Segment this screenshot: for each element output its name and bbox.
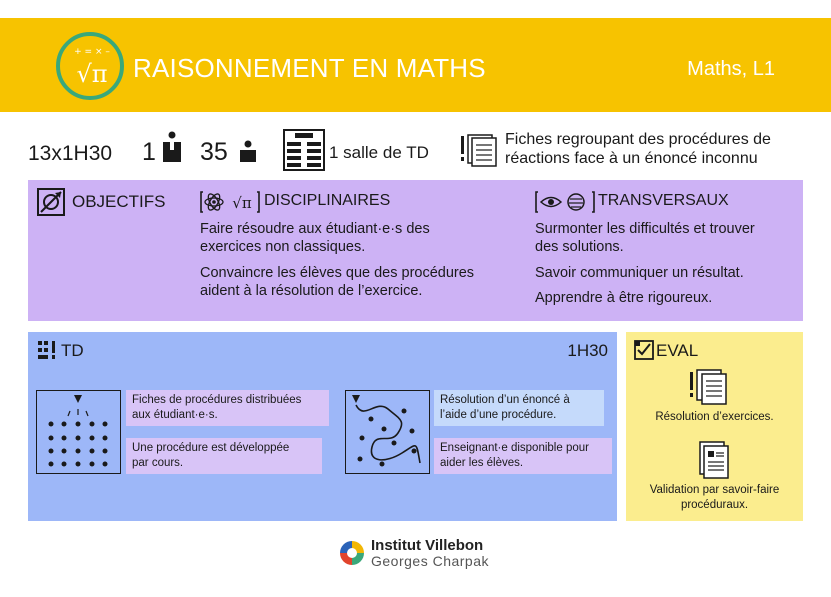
- td-card-4: Enseignant·e disponible pour aider les é…: [434, 438, 612, 474]
- header-banner: + = × – √π RAISONNEMENT EN MATHS Maths, …: [0, 18, 831, 112]
- disciplinary-item-2-line-2: aident à la résolution de l’exercice.: [200, 283, 423, 299]
- worksheets-icon: [461, 134, 497, 167]
- checklist-icon: [634, 340, 654, 360]
- transversal-item-1-line-1: Surmonter les difficultés et trouver: [535, 221, 755, 237]
- activity-diagram: [345, 390, 430, 474]
- eval-item-2-line-1: Validation par savoir-faire: [649, 484, 780, 496]
- page-title: RAISONNEMENT EN MATHS: [133, 53, 486, 83]
- student-icon: [240, 140, 256, 162]
- student-count: 35: [200, 138, 228, 166]
- td-card-2-line-1: Une procédure est développée: [132, 442, 290, 454]
- classroom-icon: [283, 129, 325, 171]
- classroom-diagram: [36, 390, 121, 474]
- math-symbols-icon: + = × – √π: [74, 47, 110, 88]
- td-card-2: Une procédure est développée par cours.: [126, 438, 322, 474]
- transversal-item-3: Apprendre à être rigoureux.: [535, 290, 713, 306]
- td-card-4-line-1: Enseignant·e disponible pour: [440, 442, 589, 454]
- td-card-3: Résolution d’un énoncé à l’aide d’une pr…: [434, 390, 604, 426]
- eval-item-1: Résolution d’exercices.: [655, 411, 774, 423]
- td-card-2-line-2: par cours.: [132, 457, 184, 469]
- form-document-icon: [699, 441, 729, 479]
- institute-name: Institut Villebon: [371, 537, 484, 554]
- eval-item-2-line-2: procéduraux.: [680, 499, 749, 511]
- exercise-sheets-icon: [690, 369, 727, 405]
- eval-panel: EVAL Résolution d’exercices. Validation …: [626, 332, 803, 521]
- institute-logo: [340, 541, 364, 565]
- svg-text:√π: √π: [232, 194, 252, 212]
- td-card-1-line-1: Fiches de procédures distribuées: [132, 394, 302, 406]
- disciplinary-item-1-line-2: exercices non classiques.: [200, 239, 366, 255]
- path-dots-icon: [352, 395, 421, 467]
- room-label: 1 salle de TD: [329, 143, 429, 162]
- td-label: TD: [61, 341, 84, 360]
- eval-label: EVAL: [656, 341, 699, 360]
- institute-subname: Georges Charpak: [371, 553, 490, 569]
- svg-text:+ = × –: + = × –: [74, 47, 110, 57]
- svg-text:√π: √π: [76, 60, 107, 88]
- td-card-3-line-2: l’aide d’une procédure.: [440, 409, 557, 421]
- objectives-label: OBJECTIFS: [72, 192, 166, 211]
- td-card-4-line-2: aider les élèves.: [440, 457, 524, 469]
- td-duration: 1H30: [567, 341, 608, 360]
- td-card-3-line-1: Résolution d’un énoncé à: [440, 394, 570, 406]
- td-icon: [38, 341, 55, 359]
- td-panel: TD 1H30 Fiches de procédures distribuées…: [28, 332, 617, 521]
- transversal-icon: [535, 191, 595, 213]
- teacher-count: 1: [142, 138, 156, 166]
- transversal-label: TRANSVERSAUX: [598, 192, 729, 209]
- td-card-1: Fiches de procédures distribuées aux étu…: [126, 390, 329, 426]
- logo-math-icon: + = × – √π: [56, 32, 124, 100]
- subject-label: Maths, L1: [687, 58, 775, 80]
- disciplinary-icon: √π: [200, 191, 260, 213]
- target-icon: [37, 188, 65, 216]
- classroom-dots-icon: [48, 395, 108, 467]
- td-card-1-line-2: aux étudiant·e·s.: [132, 409, 218, 421]
- disciplinary-label: DISCIPLINAIRES: [264, 192, 391, 209]
- materials-line-1: Fiches regroupant des procédures de: [505, 131, 771, 148]
- materials-line-2: réactions face à un énoncé inconnu: [505, 150, 758, 167]
- disciplinary-item-2-line-1: Convaincre les élèves que des procédures: [200, 265, 475, 281]
- disciplinary-item-1-line-1: Faire résoudre aux étudiant·e·s des: [200, 221, 430, 237]
- transversal-item-2: Savoir communiquer un résultat.: [535, 265, 744, 281]
- teacher-icon: [163, 131, 181, 162]
- objectives-panel: OBJECTIFS √π DISCIPLINAIRES Faire résoud…: [28, 180, 803, 321]
- transversal-item-1-line-2: des solutions.: [535, 239, 624, 255]
- sessions-count: 13x1H30: [28, 142, 113, 165]
